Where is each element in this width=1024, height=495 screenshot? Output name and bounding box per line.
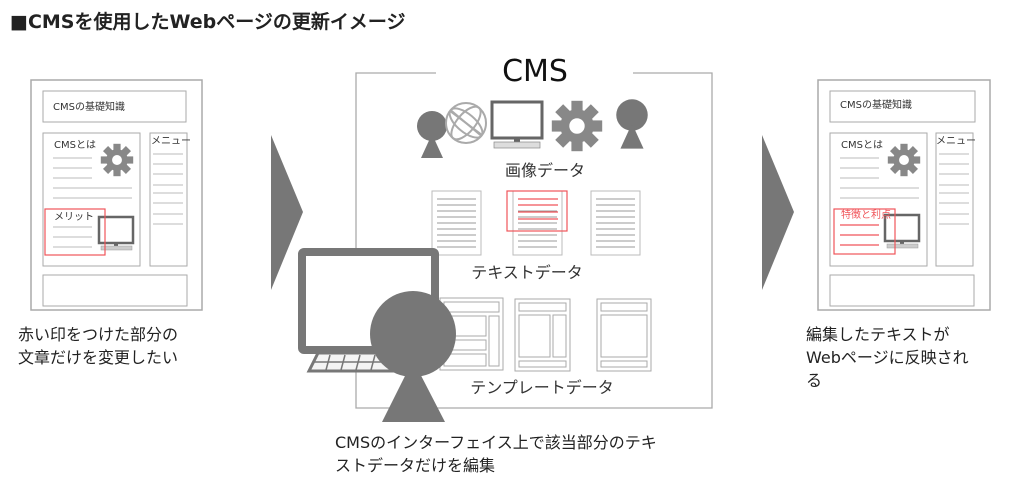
person-icon bbox=[417, 111, 447, 158]
cms-title: CMS bbox=[502, 54, 568, 89]
highlight-box bbox=[833, 208, 896, 255]
gear-icon bbox=[887, 143, 921, 177]
arrow-right-icon bbox=[762, 135, 794, 290]
image-data-label: 画像データ bbox=[505, 161, 585, 180]
highlight-box bbox=[44, 208, 106, 256]
user-person-icon bbox=[370, 291, 456, 422]
mock-section1-text: CMSとは bbox=[54, 139, 96, 151]
after-caption-line2: Webページに反映され bbox=[806, 348, 969, 367]
cms-caption-line2: ストデータだけを編集 bbox=[335, 456, 495, 475]
arrow-right-icon bbox=[271, 135, 303, 290]
cms-box: CMS 画像データ テキストデータ テ bbox=[355, 54, 713, 409]
mock-menu-text: メニュー bbox=[936, 136, 976, 147]
template-data-label: テンプレートデータ bbox=[470, 378, 614, 397]
mock-header-text: CMSの基礎知識 bbox=[840, 98, 912, 111]
cms-caption-line1: CMSのインターフェイス上で該当部分のテキ bbox=[335, 433, 657, 452]
mock-section2-text: メリット bbox=[54, 212, 94, 223]
mock-section2-text: 特徴と利点 bbox=[841, 208, 891, 221]
highlight-box bbox=[506, 190, 568, 232]
text-document-icon bbox=[590, 190, 641, 256]
gear-icon bbox=[551, 100, 603, 152]
after-caption-line3: る bbox=[806, 371, 822, 390]
before-caption-line1: 赤い印をつけた部分の bbox=[18, 325, 178, 344]
text-data-label: テキストデータ bbox=[471, 263, 583, 282]
after-caption-line1: 編集したテキストが bbox=[806, 325, 950, 344]
person-icon bbox=[616, 99, 648, 149]
gear-icon bbox=[100, 143, 134, 177]
page-title: ■CMSを使用したWebページの更新イメージ bbox=[10, 10, 406, 33]
mock-menu-text: メニュー bbox=[151, 136, 191, 147]
mock-section1-text: CMSとは bbox=[841, 139, 883, 151]
after-webpage-mockup: CMSの基礎知識 メニュー CMSとは 特徴と利点 bbox=[817, 79, 991, 311]
before-webpage-mockup: CMSの基礎知識 メニュー CMSとは メリット bbox=[30, 79, 203, 311]
text-document-icon bbox=[431, 190, 482, 256]
template-icon bbox=[514, 298, 571, 372]
before-caption-line2: 文章だけを変更したい bbox=[18, 348, 178, 367]
monitor-icon bbox=[490, 100, 544, 149]
globe-icon bbox=[445, 102, 487, 144]
mock-header-text: CMSの基礎知識 bbox=[53, 100, 125, 113]
template-icon bbox=[596, 298, 652, 372]
text-document-icon bbox=[512, 190, 563, 256]
